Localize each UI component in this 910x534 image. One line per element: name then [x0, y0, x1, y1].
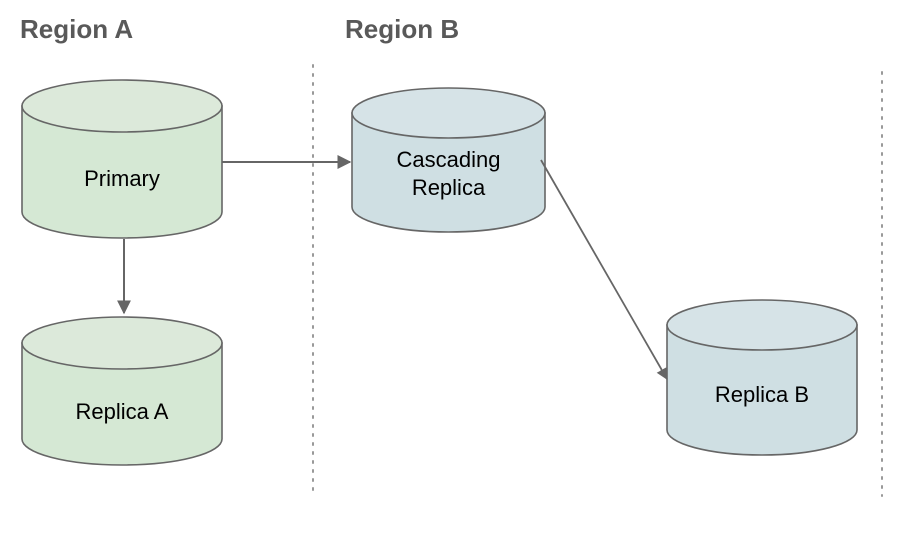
replica-a-cylinder-body: [21, 342, 223, 466]
cascading-replica-cylinder-body: [351, 112, 546, 233]
node-cascading-replica[interactable]: [351, 87, 546, 233]
replica-b-cylinder-top: [666, 299, 858, 351]
cascading-replica-cylinder-top: [351, 87, 546, 139]
node-replica-a[interactable]: [21, 316, 223, 466]
region-b-label: Region B: [345, 14, 460, 44]
region-a-label: Region A: [20, 14, 134, 44]
replica-a-cylinder-top: [21, 316, 223, 370]
replica-b-cylinder-body: [666, 324, 858, 456]
primary-cylinder-top: [21, 79, 223, 133]
node-replica-b[interactable]: [666, 299, 858, 456]
node-primary[interactable]: [21, 79, 223, 239]
primary-cylinder-body: [21, 105, 223, 239]
edge-cascading-replica-to-replica-b[interactable]: [540, 159, 668, 381]
